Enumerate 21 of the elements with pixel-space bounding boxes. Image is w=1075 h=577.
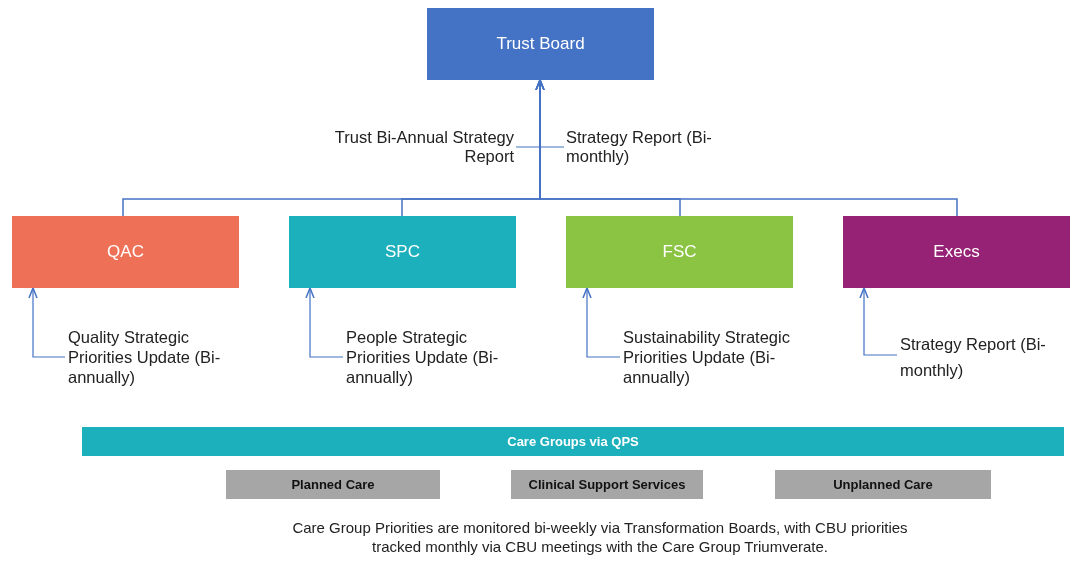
report-text: Strategy Report (Bi-monthly) [900, 333, 1050, 381]
reporting-line [535, 79, 958, 217]
leader-arrow [582, 287, 621, 358]
report-text: Quality Strategic Priorities Update (Bi-annually) [68, 327, 243, 387]
report-text: Sustainability Strategic Priorities Update (Bi-annually) [623, 327, 823, 387]
board-box: Trust Board [427, 8, 654, 80]
leader-arrow [28, 287, 66, 358]
care-group-box: Planned Care [226, 470, 440, 499]
report-text: People Strategic Priorities Update (Bi-annually) [346, 327, 521, 387]
report-label: Strategy Report (Bi-monthly) [566, 128, 713, 166]
leader-arrow [305, 287, 344, 358]
report-label: Trust Bi-Annual Strategy Report [333, 128, 514, 166]
note-text: Care Group Priorities are monitored bi-weekly via Transformation Boards, with CBU priorities tracked monthly via CBU meetings with the Care Group Triumverate. [291, 518, 909, 556]
committee-box: Execs [843, 216, 1070, 288]
leader-arrow [859, 287, 898, 356]
committee-box: SPC [289, 216, 516, 288]
care-group-box: Clinical Support Services [511, 470, 703, 499]
committee-box: FSC [566, 216, 793, 288]
care-groups-bar: Care Groups via QPS [82, 427, 1064, 456]
committee-box: QAC [12, 216, 239, 288]
care-group-box: Unplanned Care [775, 470, 991, 499]
